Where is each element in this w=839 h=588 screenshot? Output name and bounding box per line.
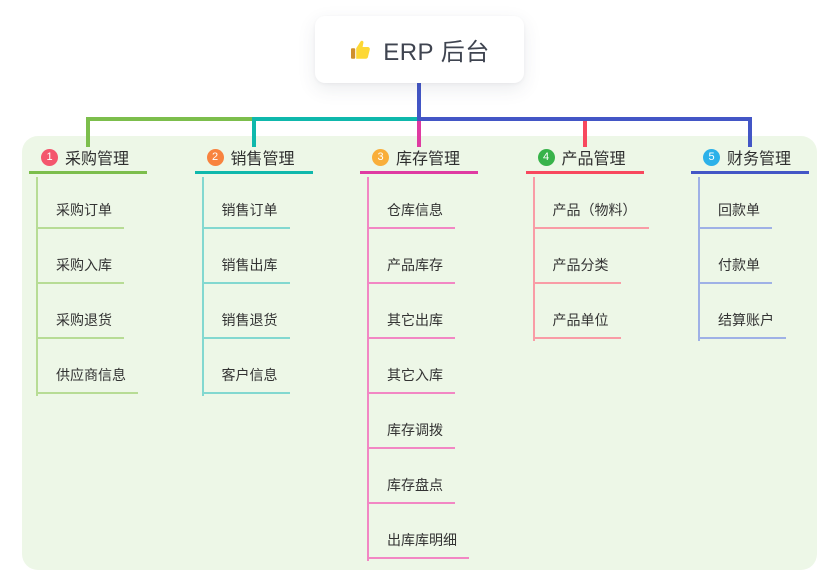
connector-drop-4 (582, 117, 587, 147)
branch-label-4: 产品管理 (561, 151, 626, 168)
branch-node-2[interactable]: 2 销售管理 (194, 143, 313, 174)
child-node[interactable]: 其它出库 (367, 310, 455, 339)
connector-trunk-right (417, 117, 752, 121)
child-node[interactable]: 采购退货 (36, 310, 124, 339)
child-node[interactable]: 产品单位 (532, 310, 621, 339)
child-node[interactable]: 供应商信息 (36, 365, 138, 394)
branch-spine-3 (367, 177, 369, 561)
branch-label-5: 财务管理 (727, 151, 792, 168)
branch-number-badge-4: 4 (537, 148, 555, 166)
child-node[interactable]: 产品库存 (367, 255, 455, 284)
branch-label-2: 销售管理 (230, 151, 295, 168)
child-node[interactable]: 采购入库 (36, 255, 124, 284)
child-node[interactable]: 结算账户 (698, 310, 786, 339)
child-node[interactable]: 采购订单 (36, 200, 124, 229)
root-node[interactable]: ERP 后台 (315, 16, 524, 83)
connector-trunk-left-2 (251, 117, 421, 121)
child-node[interactable]: 产品分类 (532, 255, 621, 284)
branch-label-1: 采购管理 (65, 151, 130, 168)
branch-number-badge-2: 2 (206, 148, 224, 166)
branch-node-5[interactable]: 5 财务管理 (691, 143, 809, 174)
child-node[interactable]: 客户信息 (201, 365, 290, 394)
branch-number-badge-5: 5 (703, 148, 720, 166)
connector-drop-5 (748, 117, 752, 147)
branch-number-badge-3: 3 (372, 148, 389, 166)
child-node[interactable]: 回款单 (698, 200, 772, 229)
child-node[interactable]: 其它入库 (367, 365, 455, 394)
thumbs-up-icon (349, 38, 373, 62)
branch-spine-2 (201, 177, 204, 396)
connector-drop-3 (417, 117, 421, 147)
child-node[interactable]: 库存盘点 (367, 475, 455, 504)
branches-panel (22, 136, 817, 570)
branch-node-1[interactable]: 1 采购管理 (29, 143, 147, 174)
root-title: ERP 后台 (383, 39, 490, 66)
connector-trunk-left-1 (86, 117, 252, 121)
child-node[interactable]: 销售出库 (201, 255, 290, 284)
connector-drop-2 (251, 117, 256, 147)
branch-spine-4 (532, 177, 535, 341)
connector-drop-1 (86, 117, 90, 147)
child-node[interactable]: 仓库信息 (367, 200, 455, 229)
branch-spine-1 (36, 177, 38, 396)
branch-spine-5 (698, 177, 700, 341)
branch-number-badge-1: 1 (41, 148, 58, 166)
child-node[interactable]: 付款单 (698, 255, 772, 284)
branch-node-4[interactable]: 4 产品管理 (525, 143, 644, 174)
child-node[interactable]: 库存调拨 (367, 420, 455, 449)
child-node[interactable]: 出库库明细 (367, 530, 469, 559)
branch-node-3[interactable]: 3 库存管理 (360, 143, 478, 174)
child-node[interactable]: 销售订单 (201, 200, 290, 229)
child-node[interactable]: 产品（物料） (532, 200, 649, 229)
child-node[interactable]: 销售退货 (201, 310, 290, 339)
branch-label-3: 库存管理 (396, 151, 461, 168)
connector-root-stem (417, 83, 421, 121)
